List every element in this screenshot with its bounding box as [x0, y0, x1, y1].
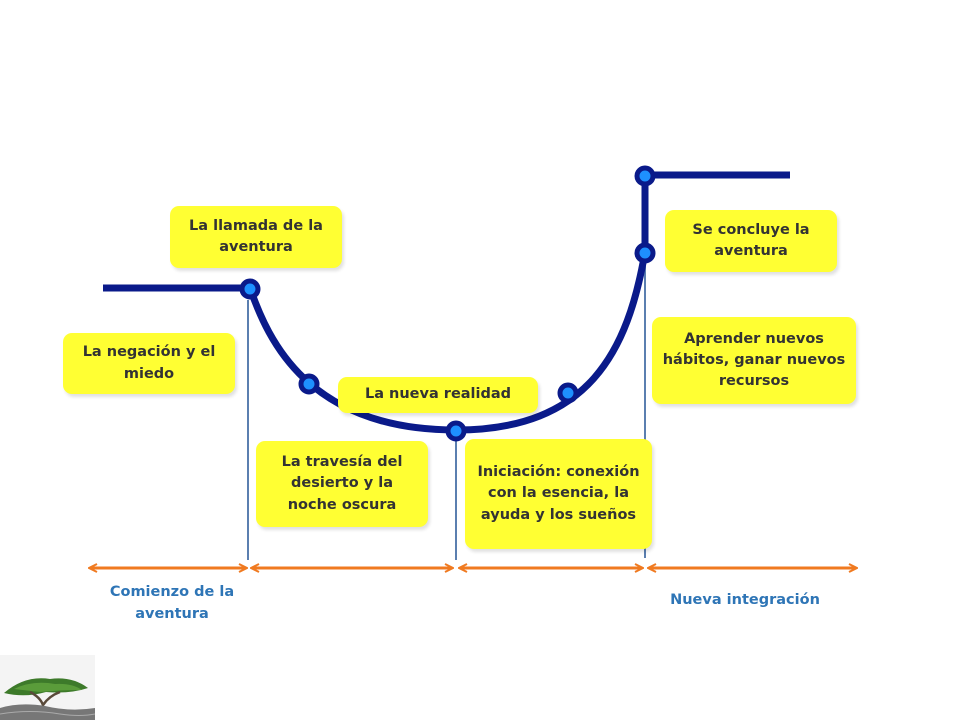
stage-initiation-box: Iniciación: conexión con la esencia, la …: [465, 439, 652, 549]
stage-denial-label: La negación y el miedo: [82, 344, 216, 382]
node-conclusion: [634, 242, 656, 264]
stage-denial-box: La negación y el miedo: [63, 333, 235, 394]
node-initiation: [557, 382, 579, 404]
stage-desert-label: La travesía del desierto y la noche oscu…: [281, 454, 403, 513]
node-call: [239, 278, 261, 300]
stage-conclusion-box: Se concluye la aventura: [665, 210, 837, 272]
stage-initiation-label: Iniciación: conexión con la esencia, la …: [477, 464, 640, 523]
stage-call-label: La llamada de la aventura: [189, 217, 323, 255]
stage-call-box: La llamada de la aventura: [170, 206, 342, 268]
stage-desert-box: La travesía del desierto y la noche oscu…: [256, 441, 428, 527]
stage-new-reality-label: La nueva realidad: [364, 386, 512, 403]
node-denial: [298, 373, 320, 395]
stage-learn-box: Aprender nuevos hábitos, ganar nuevos re…: [652, 317, 856, 404]
tree-logo-icon: [0, 655, 96, 720]
stage-new-reality-box: La nueva realidad: [338, 377, 538, 413]
curve-nodes: [239, 165, 656, 442]
phase-end-caption: Nueva integración: [670, 592, 820, 608]
phase-start-caption: Comienzo de la aventura: [109, 584, 235, 623]
stage-conclusion-label: Se concluye la aventura: [692, 221, 810, 259]
node-top: [634, 165, 656, 187]
node-bottom: [445, 420, 467, 442]
stage-learn-label: Aprender nuevos hábitos, ganar nuevos re…: [662, 330, 846, 389]
